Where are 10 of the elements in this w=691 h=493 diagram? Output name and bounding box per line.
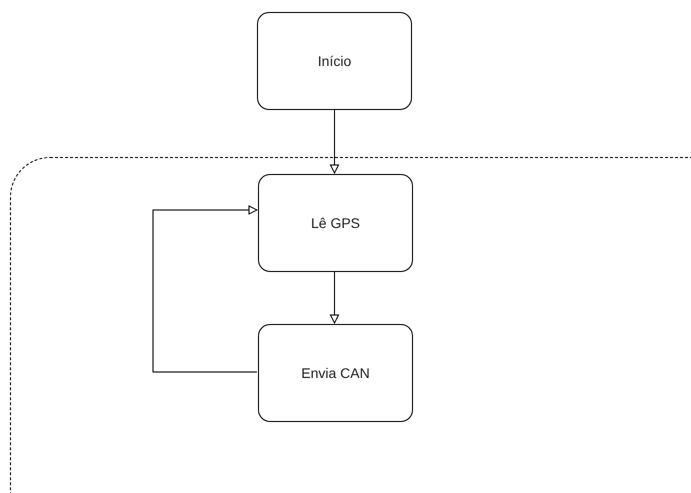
process-box xyxy=(257,12,412,110)
dashed-region xyxy=(10,157,691,493)
arrow xyxy=(330,270,339,324)
process-box xyxy=(258,324,413,422)
box-label: Início xyxy=(318,53,352,69)
arrow xyxy=(330,110,339,174)
box-label: Envia CAN xyxy=(301,365,370,381)
process-box xyxy=(258,174,413,272)
arrow xyxy=(152,206,258,372)
box-label: Lê GPS xyxy=(310,215,360,231)
